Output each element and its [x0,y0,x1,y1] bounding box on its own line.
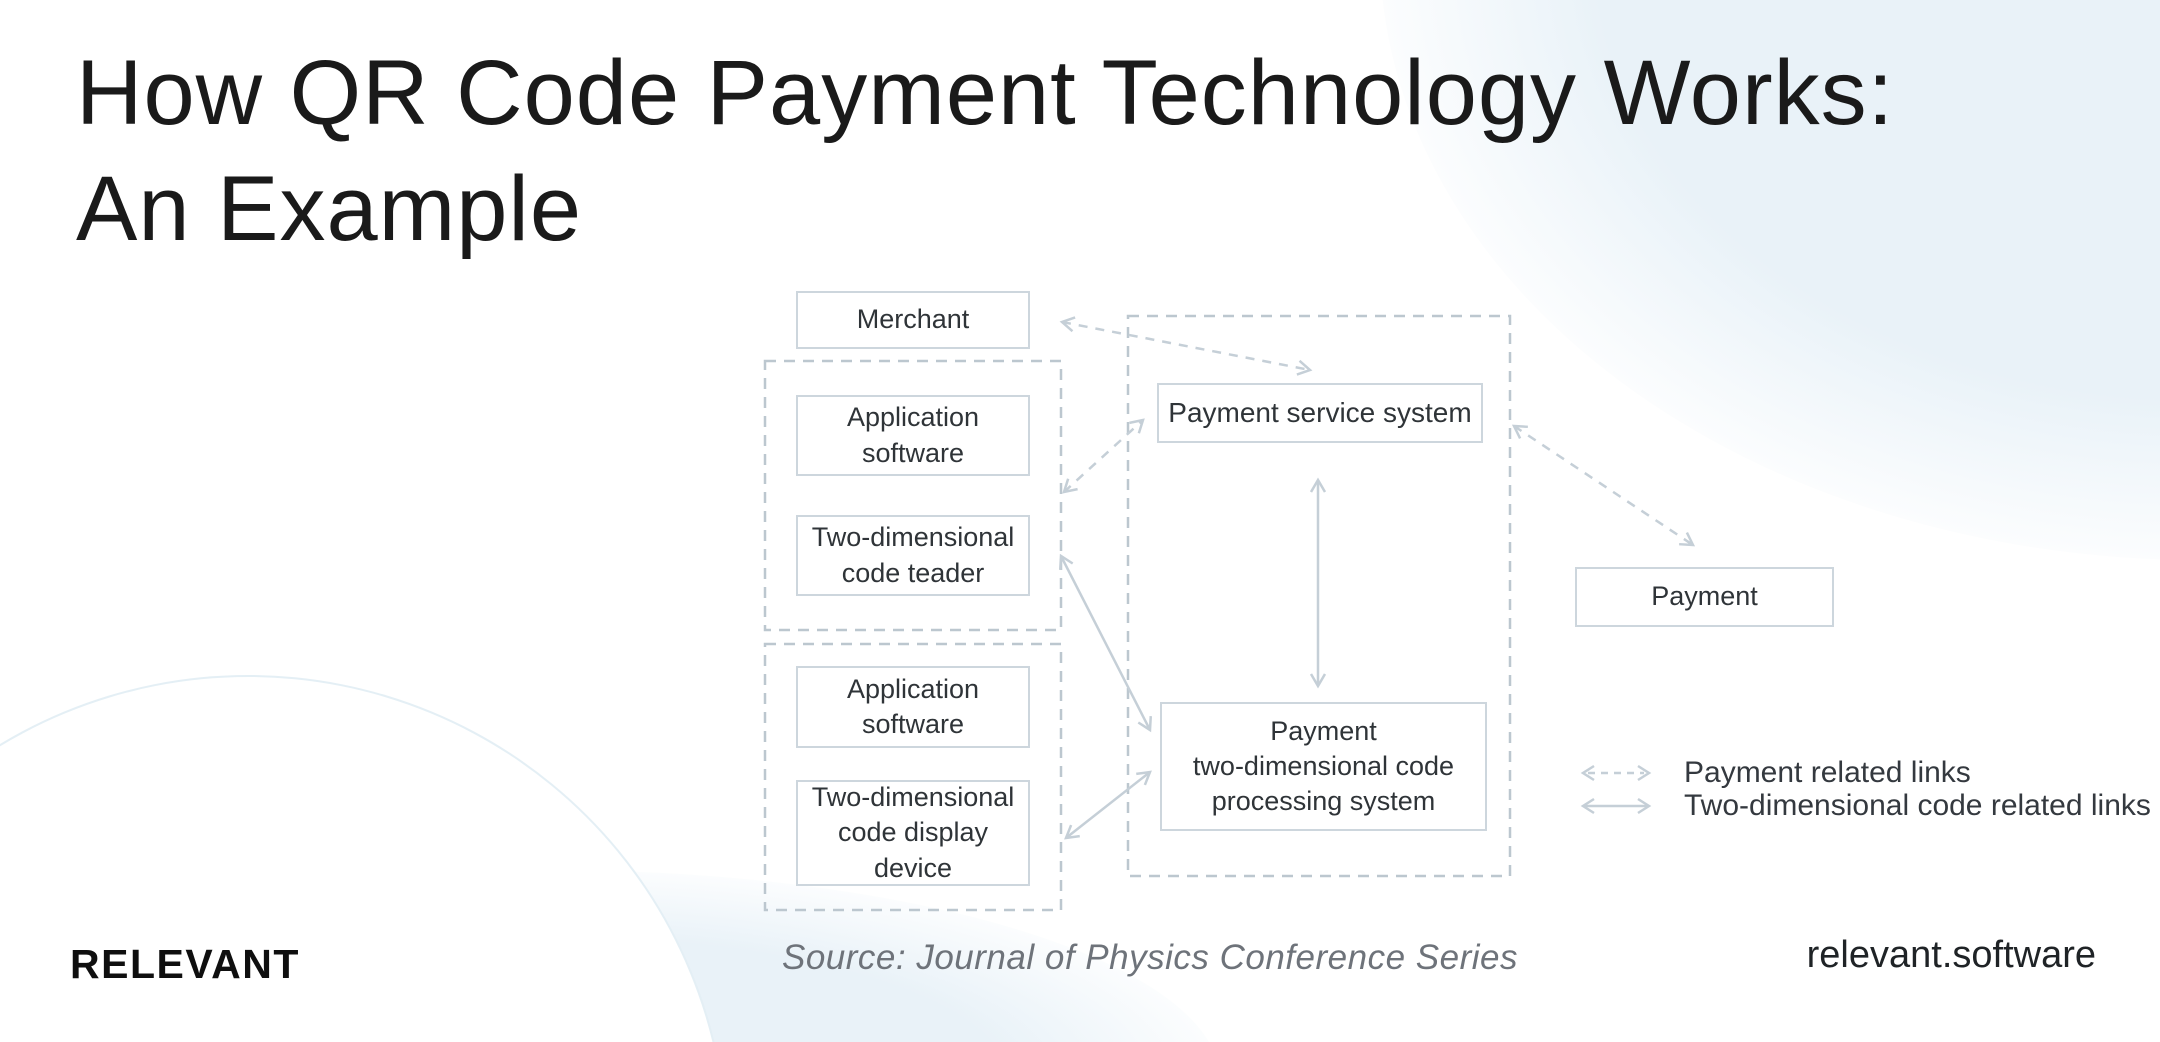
legend-row-payment-links: Payment related links [1574,756,2151,789]
consumer-group-top-frame [763,359,1063,632]
payment-service-system-box: Payment service system [1157,383,1483,443]
consumer-group-bottom-frame [763,642,1063,912]
payment-link-merchant-service-arrow [1059,316,1313,376]
code-reader-box: Two-dimensional code teader [796,515,1030,596]
source-attribution: Source: Journal of Physics Conference Se… [782,938,1518,977]
code-link-display-processing-arrow [1064,770,1152,840]
page-title-line2: An Example [76,157,583,260]
website-url: relevant.software [1806,934,2096,976]
page-title: How QR Code Payment Technology Works: An… [76,36,1894,268]
legend-row-code-links: Two-dimensional code related links [1574,789,2151,822]
dashed-double-arrow-icon [1580,764,1652,781]
payment-box: Payment [1575,567,1834,627]
relevant-logo: RELEVANT [70,941,300,987]
page-title-line1: How QR Code Payment Technology Works: [76,42,1895,144]
legend: Payment related links Two-dimensional co… [1574,756,2151,822]
code-link-reader-processing-arrow [1058,553,1153,733]
payment-link-consumer-service-arrow [1062,418,1145,494]
payment-link-service-payment-arrow [1511,424,1696,547]
code-display-device-box: Two-dimensional code display device [796,780,1030,886]
application-software-top-box: Application software [796,395,1030,476]
application-software-bottom-box: Application software [796,666,1030,748]
legend-label-payment-links: Payment related links [1684,755,1971,789]
merchant-box: Merchant [796,291,1030,349]
solid-double-arrow-icon [1580,797,1652,814]
legend-label-code-links: Two-dimensional code related links [1684,788,2151,822]
payment-processing-system-box: Payment two-dimensional code processing … [1160,702,1487,831]
